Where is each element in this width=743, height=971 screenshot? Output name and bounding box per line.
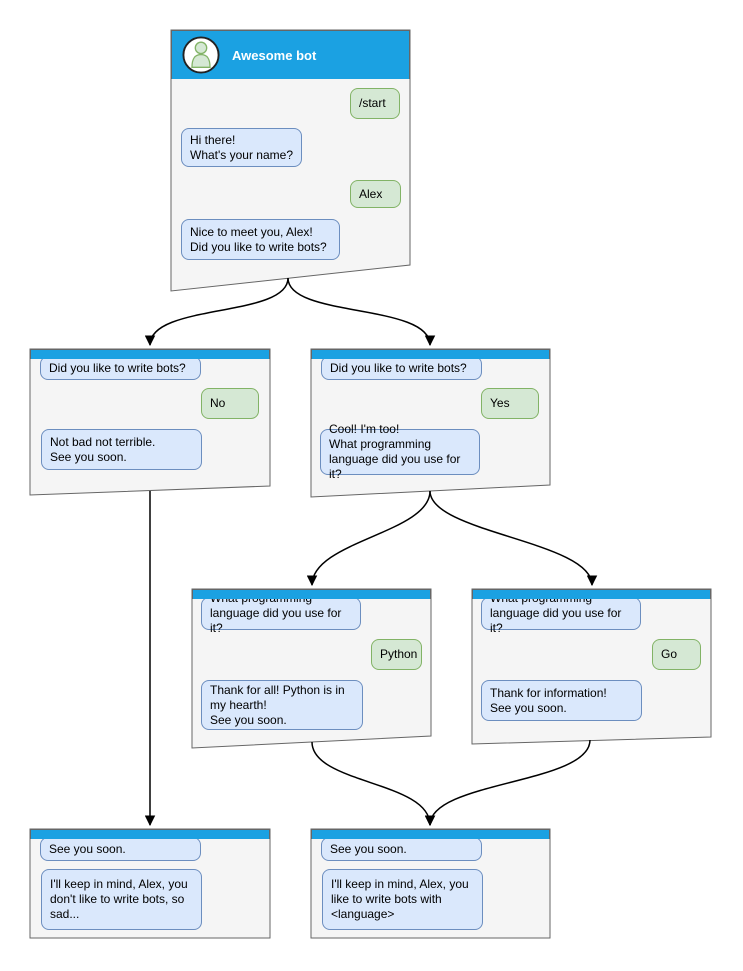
bot-message-status: See you soon. xyxy=(40,837,201,861)
user-message-name: Alex xyxy=(350,180,401,208)
user-message-yes: Yes xyxy=(481,388,539,419)
connector-main-to-no xyxy=(144,277,289,347)
bot-message-reply: Thank for all! Python is in my hearth! S… xyxy=(201,680,363,730)
window-branch-no-titlebar xyxy=(30,349,270,359)
window-main-title: Awesome bot xyxy=(232,47,317,63)
bot-message-reply: Thank for information! See you soon. xyxy=(481,680,642,721)
bot-message-question: What programming language did you use fo… xyxy=(201,591,361,635)
window-end-no: See you soon. I'll keep in mind, Alex, y… xyxy=(30,829,270,938)
bot-message-reply: Not bad not terrible. See you soon. xyxy=(41,429,202,470)
bot-person-icon xyxy=(182,36,220,74)
user-message-no: No xyxy=(201,388,259,419)
connector-main-to-yes xyxy=(287,277,436,347)
window-branch-yes: Did you like to write bots? Yes Cool! I'… xyxy=(311,349,550,497)
window-end-yes: See you soon. I'll keep in mind, Alex, y… xyxy=(311,829,550,938)
window-end-no-titlebar xyxy=(30,829,270,839)
bot-message-question: Did you like to write bots? xyxy=(321,356,482,380)
bot-message-reply: I'll keep in mind, Alex, you don't like … xyxy=(41,869,202,930)
connector-go-to-end xyxy=(424,739,591,827)
window-branch-yes-titlebar xyxy=(311,349,550,359)
window-lang-go-titlebar xyxy=(472,589,711,599)
connector-yes-to-python xyxy=(306,490,431,587)
user-message-go: Go xyxy=(652,639,701,670)
window-main-titlebar: Awesome bot xyxy=(171,30,410,79)
user-message-start: /start xyxy=(350,88,400,119)
window-lang-python-titlebar xyxy=(192,589,431,599)
bot-message-question: Did you like to write bots? xyxy=(40,356,201,380)
window-end-yes-titlebar xyxy=(311,829,550,839)
bot-message-reply: I'll keep in mind, Alex, you like to wri… xyxy=(322,869,483,930)
user-message-python: Python xyxy=(371,639,422,670)
window-main: Awesome bot /start Hi there! What's your… xyxy=(171,30,410,291)
bot-message-reply: Cool! I'm too! What programming language… xyxy=(320,422,480,481)
connector-python-to-end xyxy=(311,741,436,827)
bot-message-question: What programming language did you use fo… xyxy=(481,591,641,635)
bot-message-ask-bots: Nice to meet you, Alex! Did you like to … xyxy=(181,219,340,260)
window-lang-python: What programming language did you use fo… xyxy=(192,589,431,748)
window-branch-no: Did you like to write bots? No Not bad n… xyxy=(30,349,270,495)
bot-message-greeting: Hi there! What's your name? xyxy=(181,128,302,167)
window-lang-go: What programming language did you use fo… xyxy=(472,589,711,744)
bot-message-status: See you soon. xyxy=(321,837,482,861)
connector-yes-to-go xyxy=(429,490,598,587)
